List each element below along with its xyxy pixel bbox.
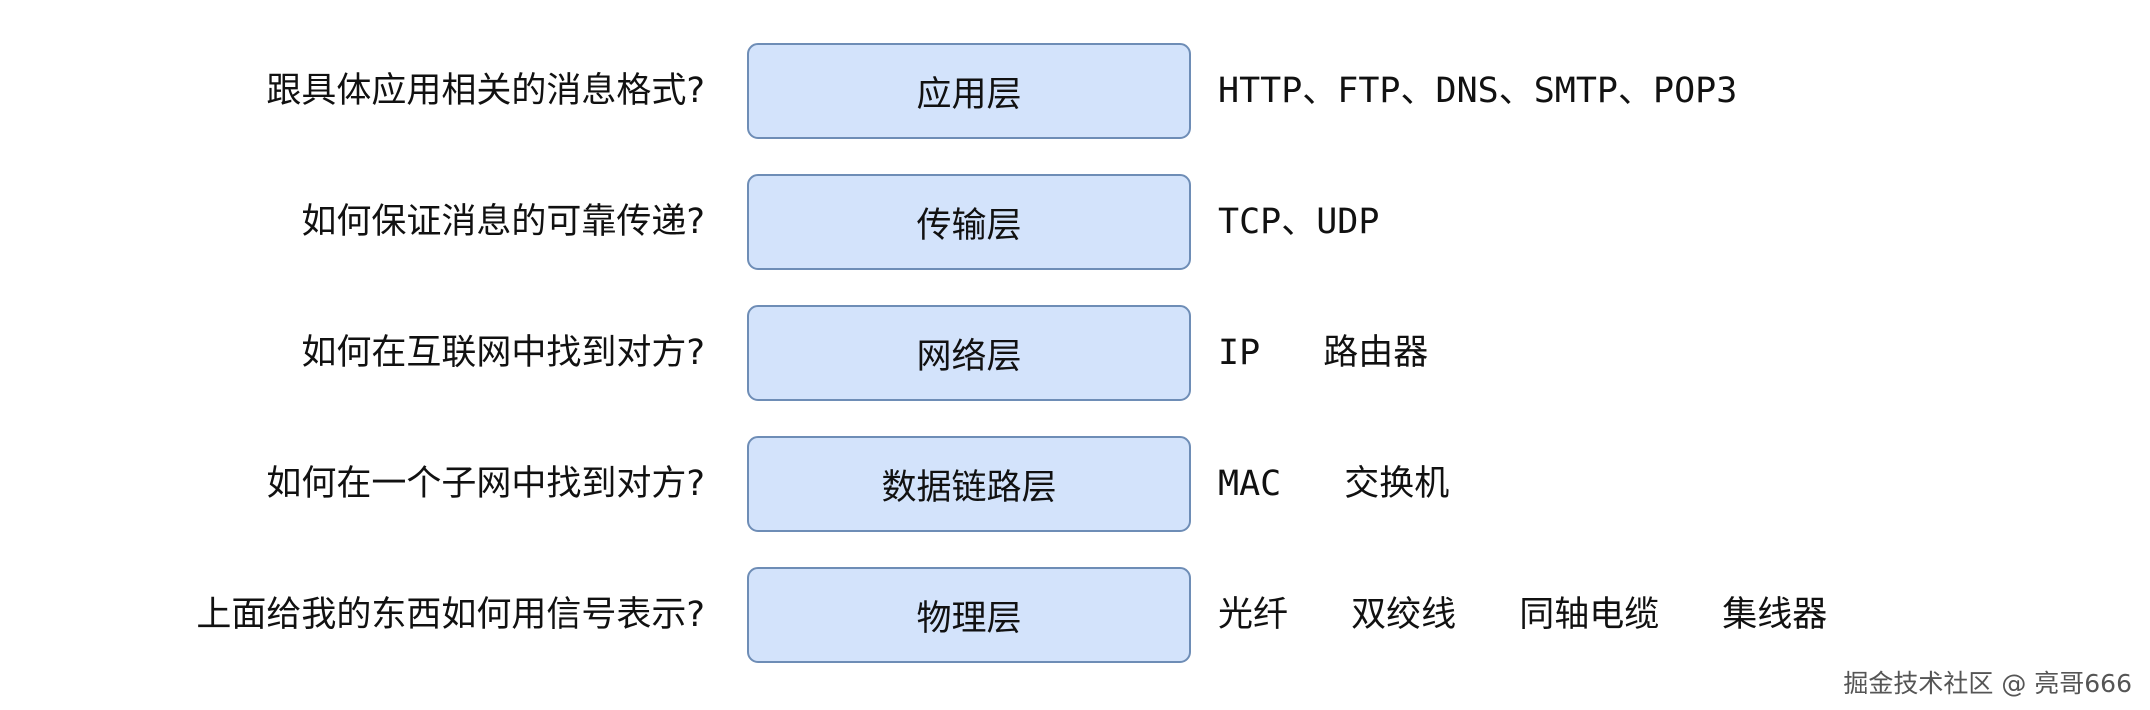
layer-name: 数据链路层 <box>881 467 1057 508</box>
device-item: 路由器 <box>1323 333 1429 373</box>
medium-item: 光纤 <box>1218 595 1289 635</box>
watermark: 掘金技术社区 @ 亮哥666 <box>1843 669 2132 698</box>
medium-item: 双绞线 <box>1351 595 1457 635</box>
layer-protocols: IP 路由器 <box>1218 305 1428 401</box>
medium-item: 同轴电缆 <box>1519 595 1660 635</box>
layer-row-network: 如何在互联网中找到对方? 网络层 IP 路由器 <box>0 305 2150 401</box>
layer-question: 如何在互联网中找到对方? <box>301 333 705 373</box>
protocol-item: IP <box>1218 333 1261 373</box>
layer-row-transport: 如何保证消息的可靠传递? 传输层 TCP、UDP <box>0 174 2150 270</box>
layer-name: 应用层 <box>916 74 1022 115</box>
layer-name: 传输层 <box>916 205 1022 246</box>
layer-question: 如何保证消息的可靠传递? <box>301 202 705 242</box>
layer-box-transport: 传输层 <box>747 174 1191 270</box>
layer-box-application: 应用层 <box>747 43 1191 139</box>
layer-row-application: 跟具体应用相关的消息格式? 应用层 HTTP、FTP、DNS、SMTP、POP3 <box>0 43 2150 139</box>
layer-row-data-link: 如何在一个子网中找到对方? 数据链路层 MAC 交换机 <box>0 436 2150 532</box>
layer-protocols: MAC 交换机 <box>1218 436 1449 532</box>
layer-row-physical: 上面给我的东西如何用信号表示? 物理层 光纤 双绞线 同轴电缆 集线器 <box>0 567 2150 663</box>
protocol-item: TCP、UDP <box>1218 202 1380 242</box>
protocol-item: HTTP、FTP、DNS、SMTP、POP3 <box>1218 71 1738 111</box>
layer-question: 如何在一个子网中找到对方? <box>266 464 705 504</box>
layer-box-network: 网络层 <box>747 305 1191 401</box>
layer-question: 跟具体应用相关的消息格式? <box>266 71 705 111</box>
protocol-item: MAC <box>1218 464 1282 504</box>
device-item: 交换机 <box>1344 464 1450 504</box>
layer-name: 网络层 <box>916 336 1022 377</box>
layer-protocols: HTTP、FTP、DNS、SMTP、POP3 <box>1218 43 1737 139</box>
layer-box-physical: 物理层 <box>747 567 1191 663</box>
layer-protocols: TCP、UDP <box>1218 174 1379 270</box>
layer-box-data-link: 数据链路层 <box>747 436 1191 532</box>
device-item: 集线器 <box>1722 595 1828 635</box>
layer-question: 上面给我的东西如何用信号表示? <box>196 595 705 635</box>
layer-protocols: 光纤 双绞线 同轴电缆 集线器 <box>1218 567 1827 663</box>
layer-name: 物理层 <box>916 598 1022 639</box>
